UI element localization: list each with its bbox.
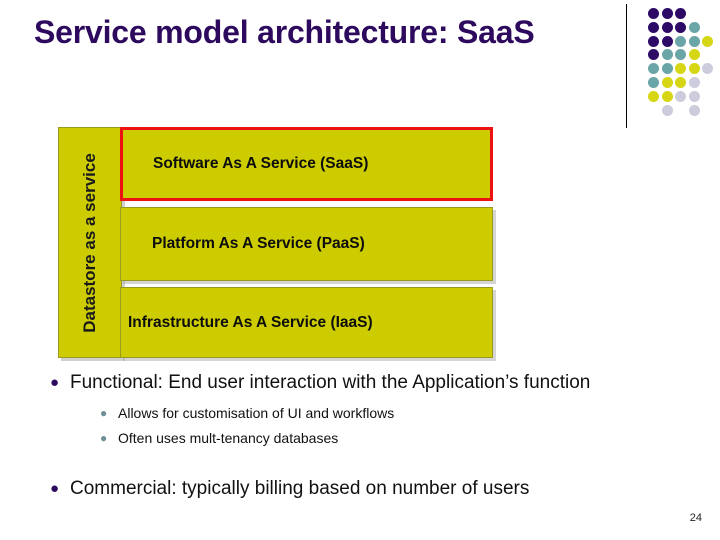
service-model-diagram: Datastore as a service Software As A Ser… — [58, 127, 508, 360]
dot-purple — [675, 21, 687, 33]
layer-saas-label: Software As A Service (SaaS) — [153, 155, 369, 172]
bullet-sub-customisation: ● Allows for customisation of UI and wor… — [100, 403, 668, 423]
sub-bullet-marker-icon: ● — [100, 431, 108, 445]
dot-purple — [648, 21, 659, 33]
layer-paas[interactable]: Platform As A Service (PaaS) — [120, 207, 493, 281]
dot-teal — [688, 35, 700, 47]
dot-lavender — [688, 90, 700, 102]
dot-lavender — [661, 104, 673, 116]
dot-teal — [688, 21, 700, 33]
dot-yellow — [675, 77, 687, 88]
dot-purple — [648, 35, 659, 47]
page-title: Service model architecture: SaaS — [34, 14, 535, 50]
page-number: 24 — [689, 512, 702, 524]
dot-purple — [648, 49, 659, 61]
dot-lavender — [702, 63, 714, 75]
layer-paas-label: Platform As A Service (PaaS) — [152, 235, 365, 252]
bullet-sublist: ● Allows for customisation of UI and wor… — [48, 403, 668, 448]
datastore-side-label: Datastore as a service — [80, 152, 99, 333]
bullet-functional-label: Functional: End user interaction with th… — [70, 372, 591, 393]
dot-yellow — [648, 90, 659, 102]
sub-bullet-marker-icon: ● — [100, 406, 108, 420]
layer-iaas[interactable]: Infrastructure As A Service (IaaS) — [120, 287, 493, 358]
bullet-commercial: ● Commercial: typically billing based on… — [48, 476, 668, 502]
dot-yellow — [702, 35, 714, 47]
layer-saas[interactable]: Software As A Service (SaaS) — [120, 127, 493, 201]
dot-purple — [661, 8, 673, 19]
bullet-marker-icon: ● — [50, 480, 60, 497]
dot-yellow — [661, 90, 673, 102]
dot-purple — [661, 21, 673, 33]
bullet-sub-tenancy: ● Often uses mult-tenancy databases — [100, 428, 668, 448]
vertical-rule-icon — [626, 4, 627, 128]
bullet-functional: ● Functional: End user interaction with … — [48, 370, 668, 396]
dot-teal — [675, 35, 687, 47]
dot-purple — [648, 8, 659, 19]
layer-iaas-label: Infrastructure As A Service (IaaS) — [128, 313, 373, 331]
dot-teal — [661, 63, 673, 75]
datastore-side-panel: Datastore as a service — [58, 127, 122, 358]
dot-purple — [661, 35, 673, 47]
dot-lavender — [675, 90, 687, 102]
dot-lavender — [688, 104, 700, 116]
dot-teal — [675, 49, 687, 61]
bullet-commercial-label: Commercial: typically billing based on n… — [70, 478, 530, 499]
bullet-sub-customisation-label: Allows for customisation of UI and workf… — [118, 405, 395, 421]
bullet-list: ● Functional: End user interaction with … — [48, 368, 668, 502]
bullet-marker-icon: ● — [50, 374, 60, 391]
dot-teal — [661, 49, 673, 61]
bullet-sub-tenancy-label: Often uses mult-tenancy databases — [118, 430, 339, 446]
dot-lavender — [688, 77, 700, 88]
dot-matrix-decoration-icon — [648, 8, 716, 120]
dot-purple — [675, 8, 687, 19]
dot-teal — [648, 63, 659, 75]
dot-yellow — [688, 49, 700, 61]
dot-yellow — [675, 63, 687, 75]
dot-yellow — [661, 77, 673, 88]
dot-yellow — [688, 63, 700, 75]
dot-teal — [648, 77, 659, 88]
